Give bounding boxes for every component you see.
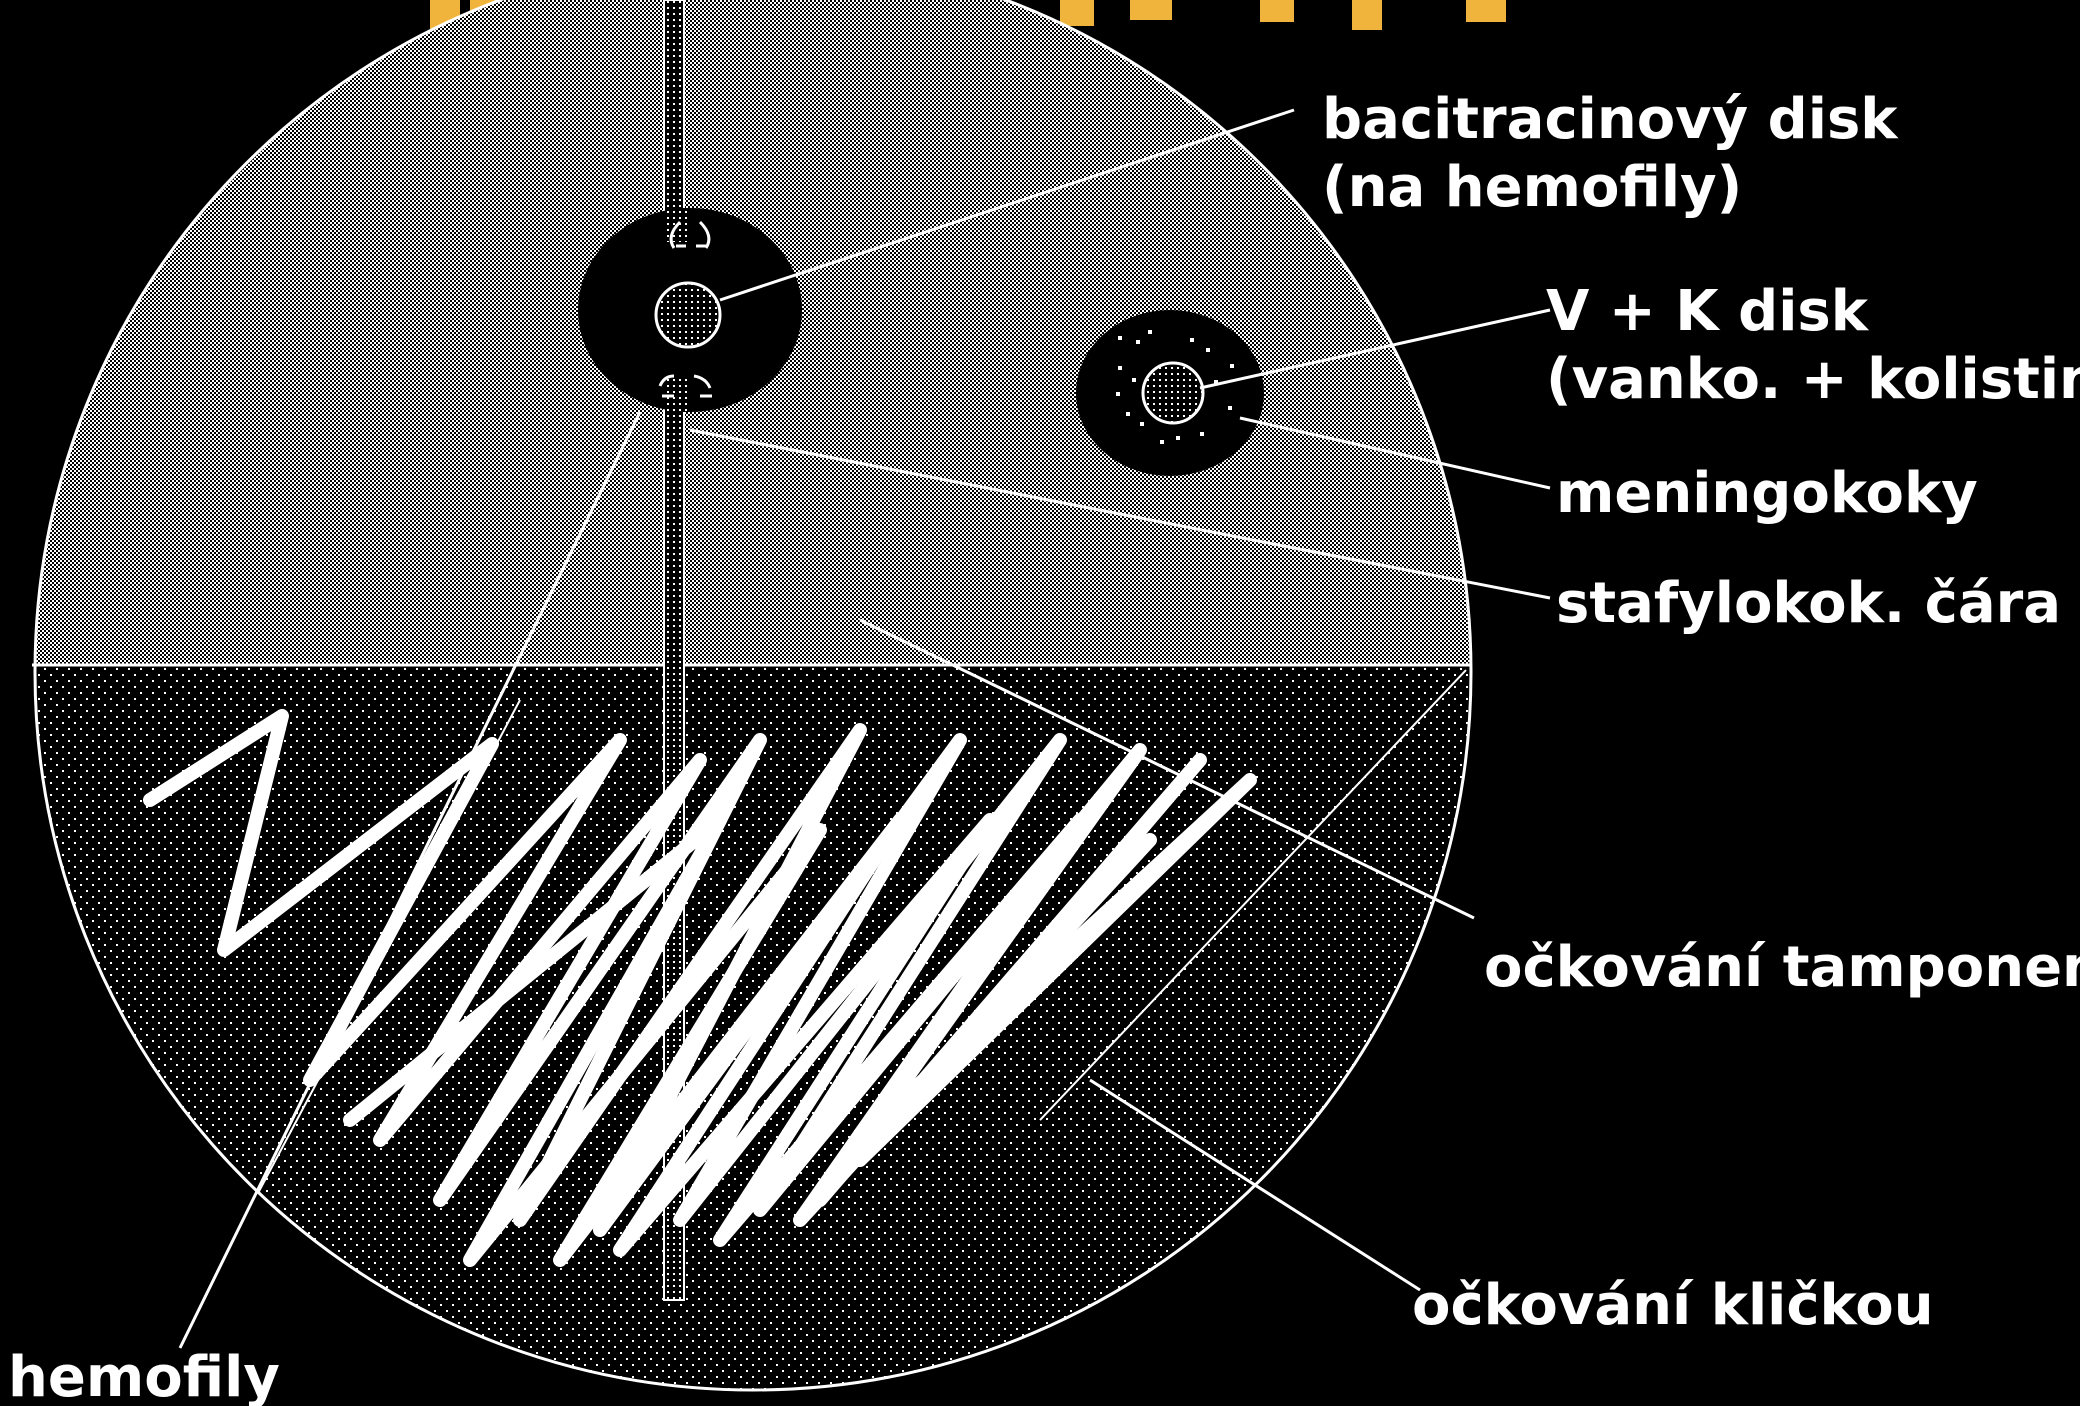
label-bacitracin-line2: (na hemofily) [1322, 155, 1742, 220]
label-hemofily: hemofily [8, 1345, 280, 1406]
label-klicka: očkování kličkou [1412, 1273, 1934, 1338]
label-stafylokok: stafylokok. čára [1556, 571, 2061, 636]
label-meningokoky: meningokoky [1556, 461, 1978, 526]
label-tampon: očkování tamponem [1484, 935, 2080, 1000]
label-vk-line1: V + K disk [1546, 279, 1870, 344]
label-vk-line2: (vanko. + kolistin) [1546, 347, 2080, 412]
label-bacitracin-line1: bacitracinový disk [1322, 87, 1899, 152]
vk-disk [1076, 310, 1264, 476]
bacitracin-disk [578, 208, 802, 412]
